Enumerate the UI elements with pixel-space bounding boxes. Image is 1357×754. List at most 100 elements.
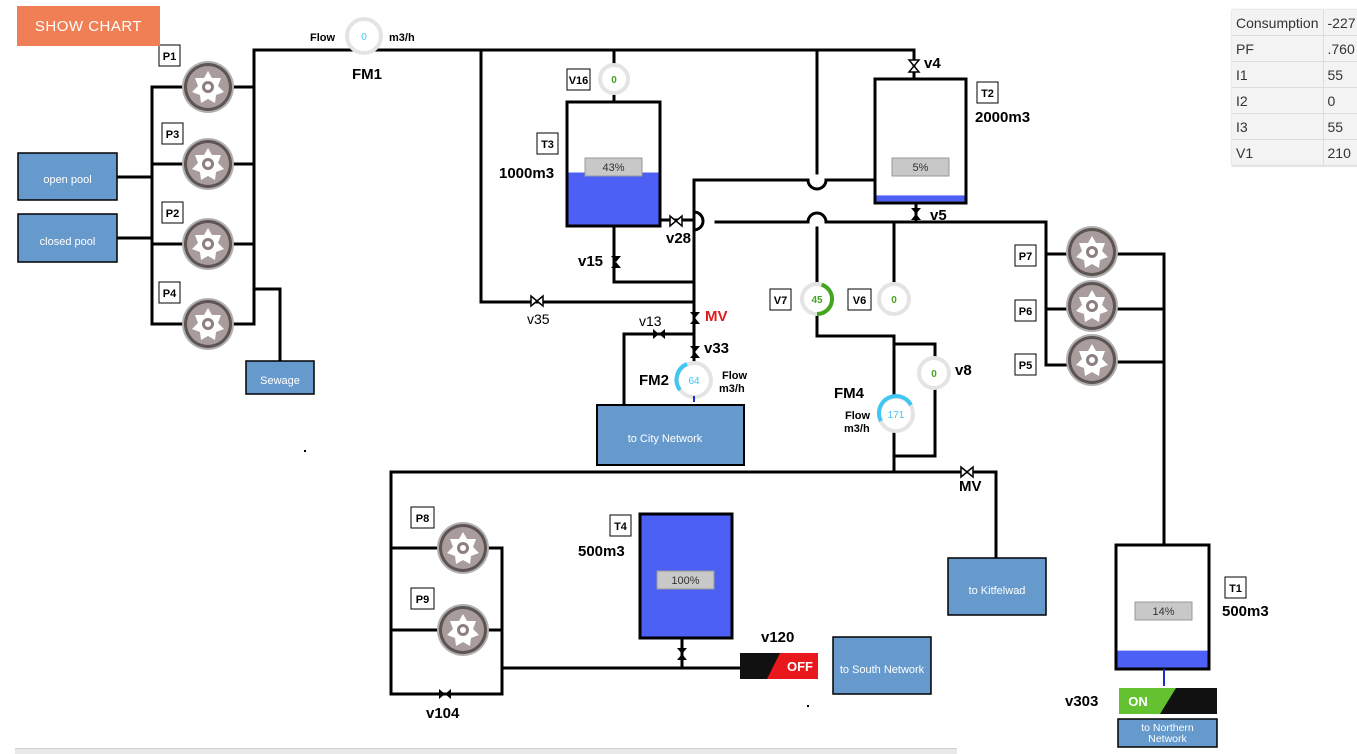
v15-label: v15 — [578, 253, 603, 270]
pump-tags: P1 P3 P2 P4 P7 P6 P5 P8 P9 — [158, 44, 1037, 610]
mv-top-label: MV — [705, 308, 728, 325]
v6-gauge[interactable]: 0 — [877, 282, 911, 316]
fm1-value: 0 — [361, 32, 367, 43]
pump-p3-icon[interactable] — [182, 138, 234, 190]
valve-symbols — [439, 59, 974, 699]
pump-p4-icon[interactable] — [182, 298, 234, 350]
city-network-label: to City Network — [628, 433, 703, 445]
pump-p2-icon[interactable] — [182, 218, 234, 270]
gauges: 0 Flow m3/h FM1 0 V16 45 V7 0 V6 0 — [310, 17, 972, 435]
v5-label: v5 — [930, 207, 947, 224]
fm1-gauge[interactable]: 0 — [345, 17, 383, 55]
table-value: 55 — [1323, 61, 1357, 88]
tank-t2-water — [876, 195, 965, 202]
table-key: PF — [1232, 35, 1324, 62]
v7-gauge[interactable]: 45 — [800, 282, 835, 317]
sewage-label: Sewage — [260, 375, 300, 387]
city-network-box[interactable]: to City Network — [596, 404, 745, 466]
tank-t1-tag: T1 — [1229, 583, 1242, 595]
horizontal-scrollbar[interactable] — [15, 748, 957, 754]
table-row: Consumption-227 — [1232, 10, 1357, 36]
sewage-box[interactable]: Sewage — [245, 360, 315, 395]
v303-switch[interactable]: ON — [1119, 688, 1217, 714]
valve-v28[interactable] — [669, 214, 683, 228]
valve-v33[interactable] — [690, 346, 700, 358]
fm4-gauge[interactable]: 171 — [877, 394, 915, 433]
pump-p6-icon[interactable] — [1066, 280, 1118, 332]
v35-label: v35 — [527, 311, 550, 327]
table-value: 0 — [1323, 87, 1357, 114]
v6-value: 0 — [891, 295, 897, 306]
v8-gauge[interactable]: 0 — [917, 356, 951, 390]
pump-p8-icon[interactable] — [437, 522, 489, 574]
tank-t4-tag: T4 — [614, 521, 628, 533]
pump-p5-icon[interactable] — [1066, 334, 1118, 386]
pump-p9-icon[interactable] — [437, 604, 489, 656]
closed-pool-label: closed pool — [40, 236, 96, 248]
show-chart-button[interactable]: SHOW CHART — [17, 6, 160, 46]
tank-t1[interactable]: 14% — [1114, 543, 1211, 671]
valve-v13[interactable] — [653, 329, 665, 339]
mv-bottom-label: MV — [959, 478, 982, 495]
fm4-name: FM4 — [834, 385, 865, 402]
tank-t1-level: 14% — [1152, 606, 1174, 618]
tank-t3-tag: T3 — [541, 139, 554, 151]
table-key: I1 — [1232, 61, 1324, 88]
fm4-value: 171 — [888, 410, 905, 421]
tank-t2-capacity: 2000m3 — [975, 109, 1030, 126]
valve-v104[interactable] — [439, 689, 451, 699]
table-row: PF.760 — [1232, 35, 1357, 62]
v120-switch[interactable]: OFF — [740, 653, 818, 679]
fm2-unit: m3/h — [719, 383, 745, 395]
v303-state: ON — [1128, 694, 1148, 709]
tank-t3-water — [568, 172, 659, 225]
tank-t2-tag: T2 — [981, 88, 994, 100]
south-network-box[interactable]: to South Network — [832, 636, 932, 695]
valve-mv-top[interactable] — [690, 312, 700, 324]
open-pool-box[interactable]: open pool — [17, 152, 118, 201]
tank-t4-capacity: 500m3 — [578, 543, 625, 560]
valve-v15[interactable] — [611, 256, 621, 268]
v104-label: v104 — [426, 705, 460, 722]
tank-t2[interactable]: 5% — [873, 77, 968, 205]
closed-pool-box[interactable]: closed pool — [17, 213, 118, 263]
table-key: Consumption — [1232, 10, 1324, 36]
open-pool-label: open pool — [43, 174, 91, 186]
pump-tag-p6: P6 — [1019, 306, 1032, 318]
network-boxes: open pool closed pool Sewage to City Net… — [17, 152, 1218, 748]
kitfelwad-box[interactable]: to Kitfelwad — [947, 557, 1047, 616]
fm4-unit: m3/h — [844, 423, 870, 435]
tank-t3[interactable]: 43% — [565, 100, 662, 228]
pipe-crossings — [693, 179, 828, 232]
fm2-value: 64 — [688, 376, 700, 387]
fm2-gauge[interactable]: 64 — [674, 361, 713, 399]
valve-v35[interactable] — [530, 294, 544, 308]
pump-tag-p1: P1 — [163, 51, 176, 63]
fm1-unit: m3/h — [389, 32, 415, 44]
pump-tag-p9: P9 — [416, 594, 429, 606]
valve-v5[interactable] — [911, 208, 921, 220]
v6-tag: V6 — [853, 295, 866, 307]
tank-t4[interactable]: 100% — [638, 512, 734, 640]
v16-gauge[interactable]: 0 — [598, 63, 630, 95]
pump-p1-icon[interactable] — [182, 61, 234, 113]
v8-tag: v8 — [955, 362, 972, 379]
table-key: V1 — [1232, 139, 1324, 166]
valve-t4-outlet[interactable] — [677, 648, 687, 660]
valve-v4[interactable] — [907, 59, 921, 73]
valve-mv-bottom[interactable] — [960, 465, 974, 479]
v7-level-arc — [816, 282, 835, 317]
table-key: I3 — [1232, 113, 1324, 140]
kitfelwad-label: to Kitfelwad — [969, 585, 1026, 597]
tanks: 43% T3 1000m3 5% T2 2000m3 100% T4 500m3 — [499, 77, 1269, 686]
pump-p7-icon[interactable] — [1066, 226, 1118, 278]
pump-tag-p3: P3 — [166, 129, 179, 141]
v4-label: v4 — [924, 55, 941, 72]
table-value: .760 — [1323, 35, 1357, 62]
